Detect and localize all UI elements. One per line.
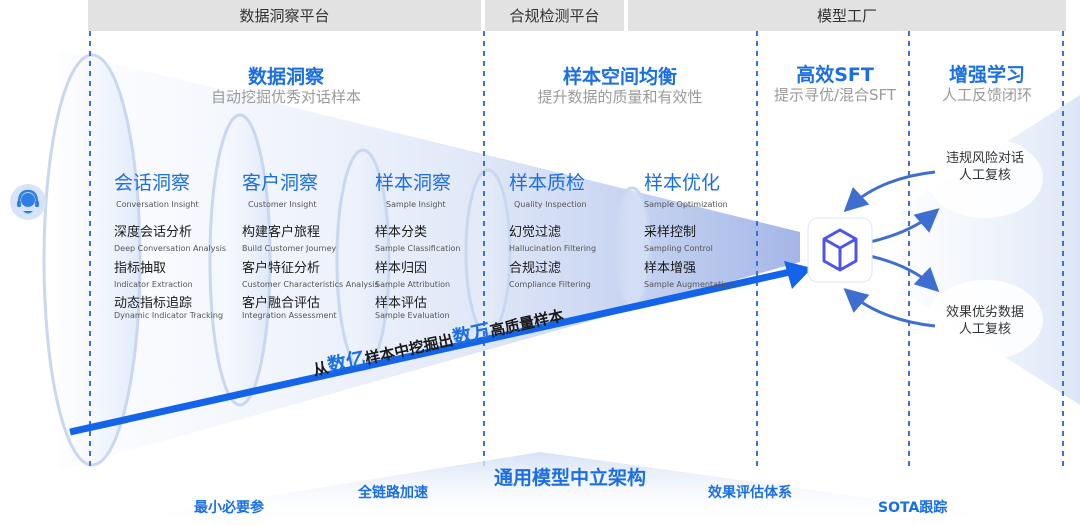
feedback-top-line2: 人工复核 <box>958 168 1011 183</box>
bottom-item-acceleration: 全链路加速 <box>358 485 428 501</box>
section-insight-subtitle: 自动挖掘优秀对话样本 <box>210 88 361 106</box>
column-conversation-subtitle: Conversation Insight <box>116 200 199 209</box>
item-customer-characteristics-en: Customer Characteristics Analysis <box>242 280 379 289</box>
column-conversation-title: 会话洞察 <box>114 172 191 194</box>
model-cube-icon <box>807 217 873 283</box>
bottom-foundation-title: 通用模型中立架构 <box>493 467 646 489</box>
platform-compliance-bar: 合规检测平台 <box>485 0 624 31</box>
item-sample-classification: 样本分类 <box>375 225 428 240</box>
section-balance-title: 样本空间均衡 <box>562 66 677 88</box>
item-customer-characteristics: 客户特征分析 <box>242 261 321 276</box>
item-indicator-extraction-en: Indicator Extraction <box>114 280 193 289</box>
item-sample-augmentation-en: Sample Augmentation <box>644 280 734 289</box>
funnel-rings <box>42 53 652 467</box>
feedback-blob-top <box>927 138 1043 218</box>
feedback-blob-bottom <box>927 280 1043 360</box>
column-sample-insight-title: 样本洞察 <box>375 172 452 194</box>
item-sample-attribution-en: Sample Attribution <box>375 280 451 289</box>
item-hallucination-filtering: 幻觉过滤 <box>509 225 562 240</box>
column-customer-title: 客户洞察 <box>242 172 319 194</box>
feedback-top-label: 违规风险对话 人工复核 <box>935 150 1035 184</box>
item-compliance-filtering-en: Compliance Filtering <box>509 280 591 289</box>
item-dynamic-tracking: 动态指标追踪 <box>114 296 193 311</box>
item-sampling-control-en: Sampling Control <box>644 244 713 253</box>
item-sample-evaluation-en: Sample Evaluation <box>375 311 450 320</box>
item-sample-attribution: 样本归因 <box>375 261 428 276</box>
feedback-top-line1: 违规风险对话 <box>945 151 1024 166</box>
bottom-item-minimal: 最小必要参 <box>194 500 264 516</box>
main-arrow-line <box>69 268 791 436</box>
item-integration-assessment-en: Integration Assessment <box>242 311 337 320</box>
feedback-arrows <box>843 170 940 328</box>
item-hallucination-filtering-en: Hallucination Filtering <box>509 244 597 253</box>
platform-insight-bar: 数据洞察平台 <box>88 0 481 31</box>
column-sample-insight-subtitle: Sample Insight <box>386 200 446 209</box>
column-optimization-subtitle: Sample Optimization <box>644 200 728 209</box>
item-customer-journey: 构建客户旅程 <box>242 225 321 240</box>
feedback-bottom-label: 效果优劣数据 人工复核 <box>935 304 1035 338</box>
platform-factory-bar: 模型工厂 <box>628 0 1066 31</box>
bottom-base <box>90 452 1060 525</box>
item-sample-augmentation: 样本增强 <box>644 261 697 276</box>
column-customer-subtitle: Customer Insight <box>248 200 317 209</box>
item-dynamic-tracking-en: Dynamic Indicator Tracking <box>114 311 224 320</box>
item-deep-conversation-en: Deep Conversation Analysis <box>114 244 227 253</box>
item-customer-journey-en: Build Customer Journey <box>242 244 337 253</box>
headset-agent-icon <box>10 184 46 220</box>
section-rl-title: 增强学习 <box>948 64 1025 86</box>
column-quality-subtitle: Quality Inspection <box>514 200 587 209</box>
item-indicator-extraction: 指标抽取 <box>114 261 167 276</box>
item-compliance-filtering: 合规过滤 <box>509 261 562 276</box>
bottom-item-sota: SOTA跟踪 <box>878 500 948 516</box>
column-optimization-title: 样本优化 <box>644 172 721 194</box>
item-sampling-control: 采样控制 <box>644 225 697 240</box>
item-integration-assessment: 客户融合评估 <box>242 296 321 311</box>
section-insight-title: 数据洞察 <box>247 66 324 88</box>
feedback-bottom-line1: 效果优劣数据 <box>945 305 1024 320</box>
section-sft-subtitle: 提示寻优/混合SFT <box>773 86 897 104</box>
main-arrow-head <box>784 261 812 289</box>
dashed-dividers <box>89 31 1064 470</box>
feedback-bottom-line2: 人工复核 <box>958 322 1011 337</box>
item-deep-conversation: 深度会话分析 <box>114 225 193 240</box>
bottom-item-evaluation: 效果评估体系 <box>708 485 792 501</box>
item-sample-evaluation: 样本评估 <box>375 296 428 311</box>
section-balance-subtitle: 提升数据的质量和有效性 <box>537 88 703 106</box>
section-sft-title: 高效SFT <box>796 64 874 86</box>
item-sample-classification-en: Sample Classification <box>375 244 461 253</box>
section-rl-subtitle: 人工反馈闭环 <box>941 86 1032 104</box>
column-quality-title: 样本质检 <box>509 172 586 194</box>
